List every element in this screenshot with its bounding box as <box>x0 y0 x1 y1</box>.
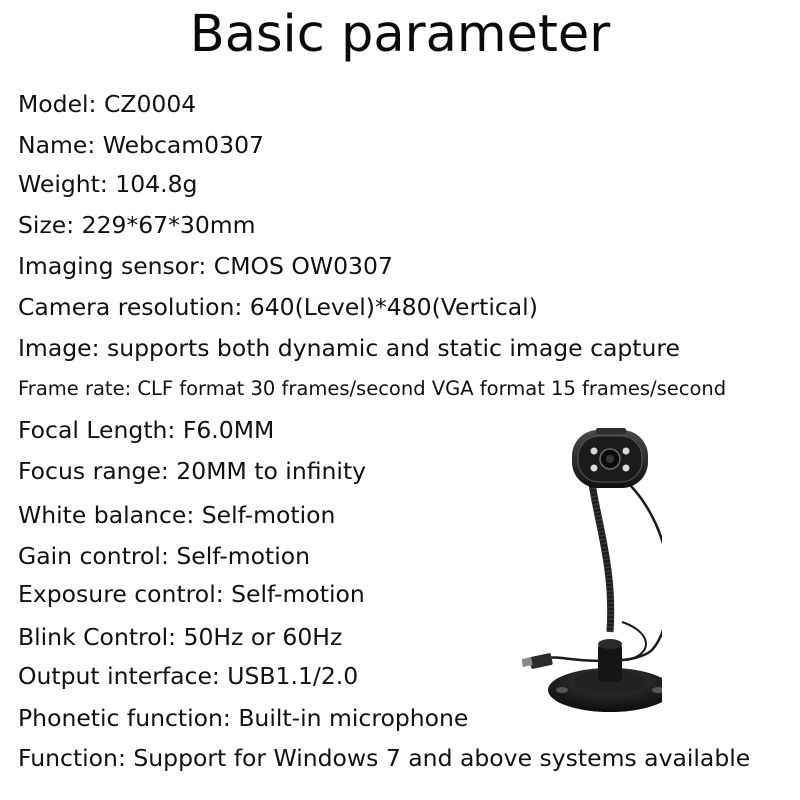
spec-output-interface: Output interface: USB1.1/2.0 <box>18 662 359 690</box>
spec-exposure-control: Exposure control: Self-motion <box>18 580 365 608</box>
page-title: Basic parameter <box>189 5 611 64</box>
spec-model: Model: CZ0004 <box>18 90 197 118</box>
spec-image: Image: supports both dynamic and static … <box>18 334 681 362</box>
spec-white-balance: White balance: Self-motion <box>18 501 336 529</box>
spec-function: Function: Support for Windows 7 and abov… <box>18 744 751 772</box>
spec-camera-resolution: Camera resolution: 640(Level)*480(Vertic… <box>18 293 538 321</box>
spec-focal-length: Focal Length: F6.0MM <box>18 416 275 444</box>
spec-frame-rate: Frame rate: CLF format 30 frames/second … <box>18 377 727 400</box>
spec-focus-range: Focus range: 20MM to infinity <box>18 457 367 485</box>
webcam-product-image <box>522 428 662 712</box>
spec-blink-control: Blink Control: 50Hz or 60Hz <box>18 623 343 651</box>
spec-weight: Weight: 104.8g <box>18 170 198 198</box>
spec-phonetic-function: Phonetic function: Built-in microphone <box>18 704 469 732</box>
spec-size: Size: 229*67*30mm <box>18 211 256 239</box>
spec-name: Name: Webcam0307 <box>18 131 264 159</box>
spec-imaging-sensor: Imaging sensor: CMOS OW0307 <box>18 252 393 280</box>
spec-gain-control: Gain control: Self-motion <box>18 542 311 570</box>
